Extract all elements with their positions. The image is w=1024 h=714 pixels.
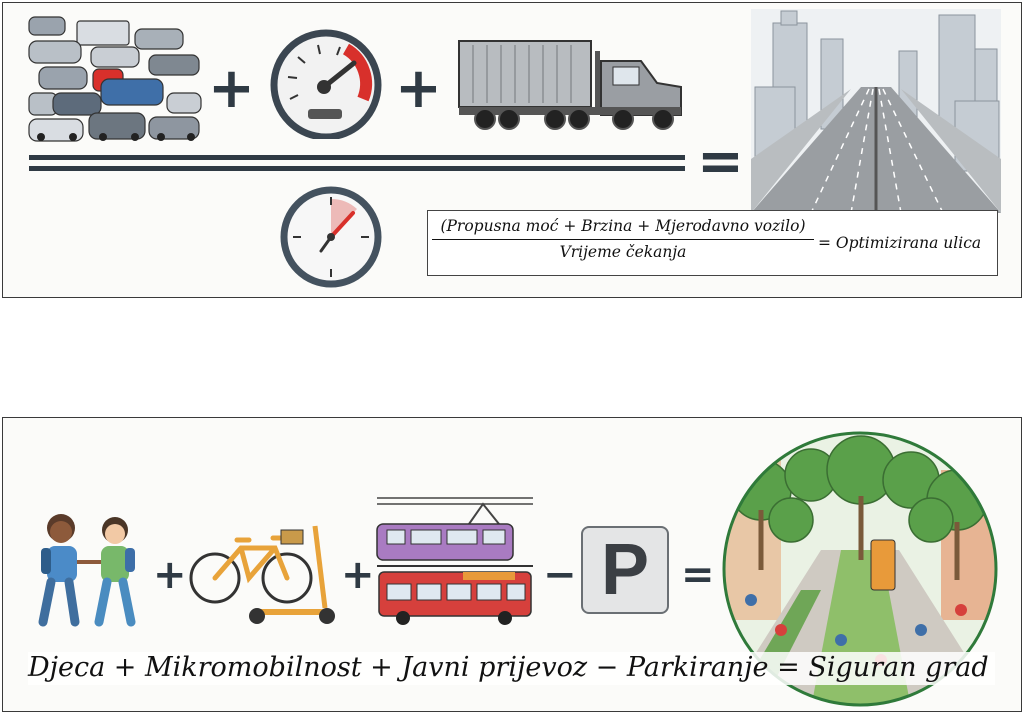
plus-operator: + [208,56,255,121]
plus-operator: + [395,56,442,121]
parking-sign-letter: P [600,530,650,610]
fraction-bar-upper [29,155,685,160]
minus-operator: − [543,552,577,598]
fraction-bar-lower [29,166,685,171]
speedometer-icon [270,29,382,139]
tram-bus-illustration [376,497,533,625]
children-walking-illustration [38,514,136,627]
equals-operator: = [681,552,715,598]
bicycle-scooter-illustration [189,525,335,624]
traffic-jam-illustration [28,16,202,142]
plus-operator: + [153,552,187,598]
safe-city-formula: Djeca + Mikromobilnost + Javni prijevoz … [28,652,995,685]
top-equation-panel: + + = [2,2,1022,298]
formula-denominator: Vrijeme čekanja [559,243,687,261]
plus-operator: + [341,552,375,598]
parking-sign-icon: P [581,526,669,614]
formula-numerator: (Propusna moć + Brzina + Mjerodavno vozi… [440,217,806,235]
optimized-street-formula: (Propusna moć + Brzina + Mjerodavno vozi… [427,210,998,276]
clock-icon [280,186,382,288]
equals-operator: = [697,129,744,194]
truck-illustration [458,40,682,130]
formula-result: = Optimizirana ulica [818,234,982,252]
formula-fraction-line [432,239,814,240]
formula-fraction: (Propusna moć + Brzina + Mjerodavno vozi… [432,217,814,261]
city-highway-illustration [751,9,1001,213]
